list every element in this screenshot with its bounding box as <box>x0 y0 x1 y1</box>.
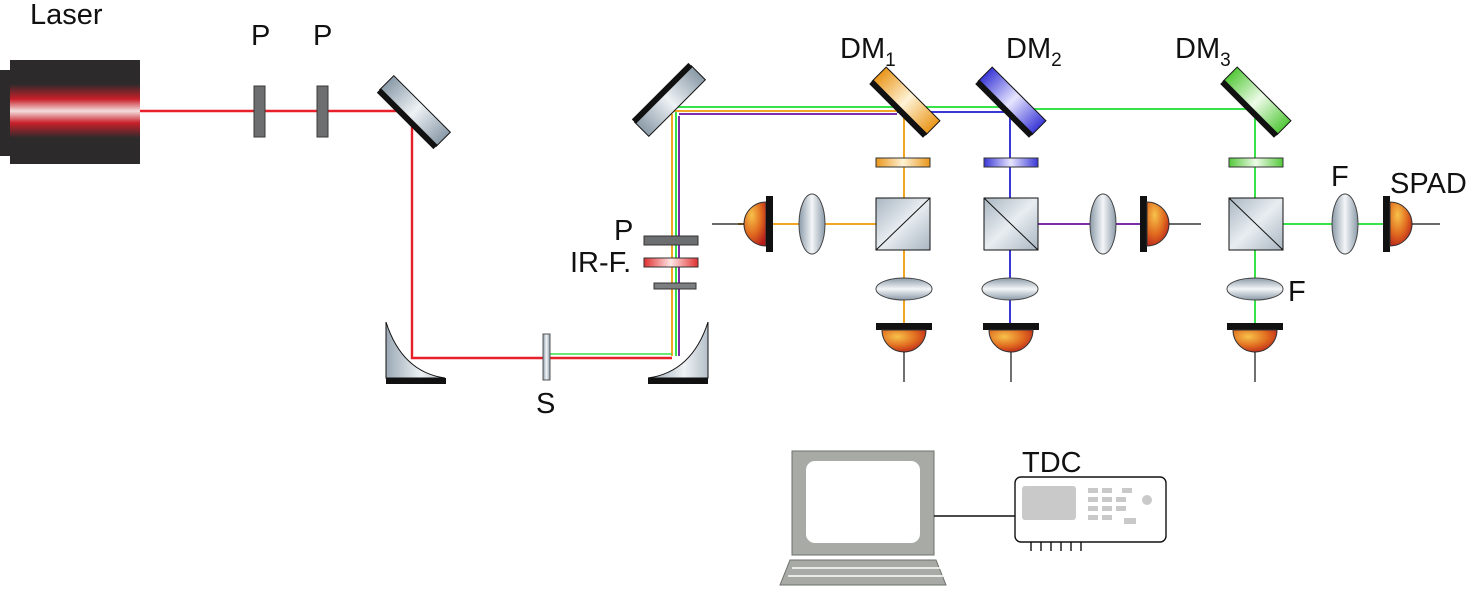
polarizer-1-label: P <box>251 20 270 52</box>
beam-splitter-3 <box>1228 197 1284 251</box>
detector-1-bottom <box>876 323 932 382</box>
detector-2-bottom <box>983 323 1039 382</box>
mirror-2 <box>631 62 707 138</box>
dm1-label: DM1 <box>840 33 896 71</box>
dichroic-mirror-1 <box>869 66 941 138</box>
ir-filter <box>643 257 699 268</box>
dm3-label: DM3 <box>1175 33 1231 71</box>
parabolic-mirror-right <box>647 321 709 384</box>
bandpass-filter-3 <box>1228 157 1284 168</box>
tdc-label: TDC <box>1022 447 1082 479</box>
lens-1h <box>798 193 826 255</box>
laser-label: Laser <box>30 0 103 31</box>
sample-label: S <box>536 388 555 420</box>
detector-2-right <box>1140 196 1201 252</box>
ir-filter-label: IR-F. <box>570 247 631 279</box>
tdc-device <box>1014 476 1167 551</box>
detector-3-bottom <box>1227 323 1283 382</box>
sample <box>542 333 551 381</box>
lens-2v <box>981 277 1039 301</box>
bandpass-filter-1 <box>875 157 931 168</box>
polarizer-1 <box>253 85 266 138</box>
dichroic-mirror-2 <box>975 66 1047 138</box>
filter-plate <box>653 282 697 290</box>
laser-source <box>0 60 140 164</box>
polarizer-2 <box>316 85 329 138</box>
polarizer-3-label: P <box>614 215 633 247</box>
filter-lens-bottom <box>1226 277 1284 301</box>
beam-splitter-2 <box>983 197 1039 251</box>
parabolic-mirror-left <box>385 321 446 384</box>
bandpass-filter-2 <box>983 157 1039 168</box>
polarizer-2-label: P <box>313 20 332 52</box>
beam-splitter-1 <box>875 197 931 251</box>
lens-2h <box>1089 193 1117 255</box>
computer <box>779 450 947 586</box>
spad-label: SPAD <box>1390 168 1467 200</box>
filter-top-label: F <box>1331 161 1349 193</box>
dm2-label: DM2 <box>1006 33 1062 71</box>
spad-detector <box>1383 196 1440 252</box>
filter-right-label: F <box>1288 276 1306 308</box>
lens-1v <box>875 277 933 301</box>
dichroic-mirror-3 <box>1220 66 1292 138</box>
mirror-1 <box>376 74 452 150</box>
filter-lens-right <box>1331 193 1359 255</box>
polarizer-3 <box>643 235 699 246</box>
detector-1-left <box>712 196 773 252</box>
